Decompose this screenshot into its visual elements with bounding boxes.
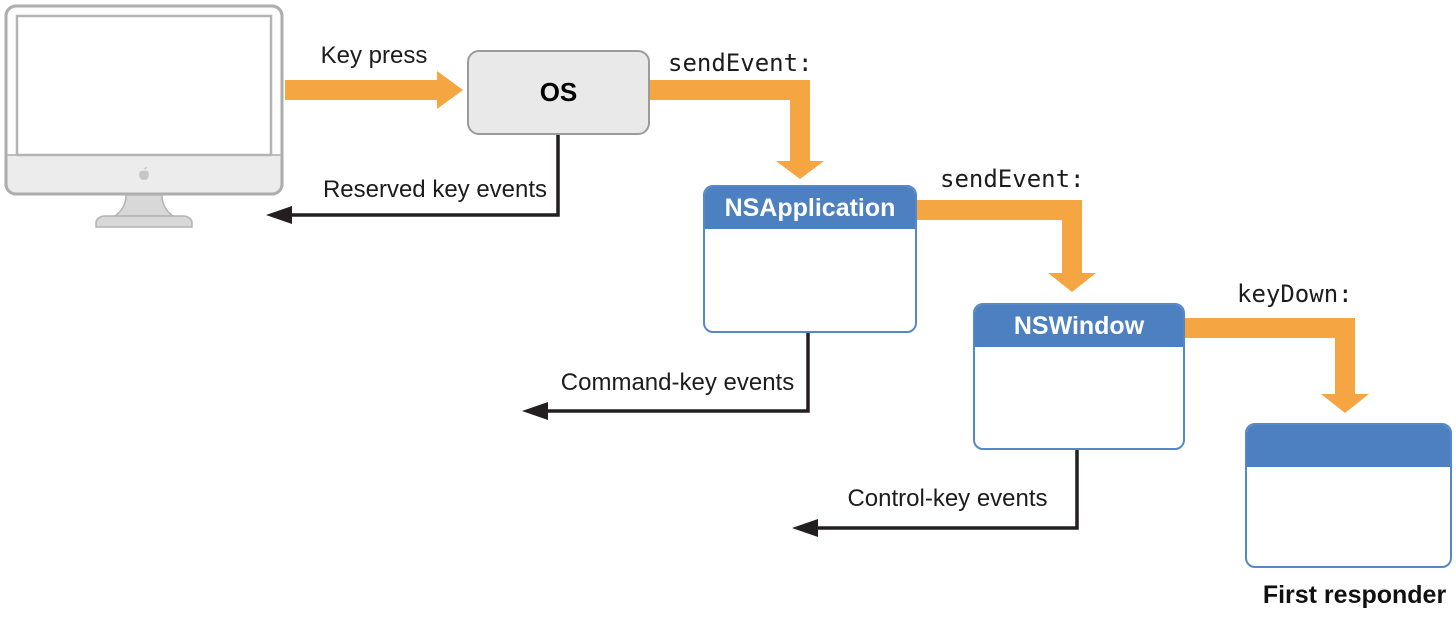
apple-logo-icon: [139, 166, 149, 180]
nswindow-node: NSWindow: [973, 303, 1185, 450]
nswindow-node-title: NSWindow: [1013, 311, 1145, 340]
os-node-title: OS: [539, 77, 578, 107]
command-key-events-arrowhead: [522, 402, 548, 420]
reserved-key-events-label: Reserved key events: [322, 176, 548, 203]
nsapplication-node-header: NSApplication: [705, 187, 915, 229]
reserved-key-events-arrowhead: [266, 206, 292, 224]
key-down-label: keyDown:: [1237, 280, 1353, 308]
nswindow-node-header: NSWindow: [975, 305, 1183, 347]
control-key-events-line: [816, 449, 1079, 530]
first-responder-node: [1245, 423, 1452, 568]
key-down-arrow-to-first-responder: [1183, 318, 1369, 413]
send-event-arrow-to-nswindow: [915, 200, 1096, 292]
send-event-arrow-to-nsapplication: [649, 80, 824, 179]
reserved-key-events-line: [290, 134, 560, 217]
key-press-label: Key press: [320, 42, 428, 69]
os-node: OS: [467, 50, 650, 135]
key-press-arrow: [285, 71, 463, 109]
imac-display-icon: [4, 4, 284, 228]
send-event-label-1: sendEvent:: [668, 49, 813, 77]
send-event-label-2: sendEvent:: [940, 165, 1085, 193]
monitor-stand-neck: [112, 194, 176, 217]
control-key-events-label: Control-key events: [847, 485, 1048, 512]
first-responder-node-header: [1247, 425, 1450, 467]
control-key-events-arrowhead: [792, 519, 818, 537]
monitor-stand-base: [95, 215, 193, 228]
nsapplication-node: NSApplication: [703, 185, 917, 333]
command-key-events-line: [546, 332, 810, 413]
nsapplication-node-title: NSApplication: [724, 193, 896, 222]
command-key-events-label: Command-key events: [560, 369, 795, 396]
first-responder-caption: First responder: [1262, 581, 1447, 609]
